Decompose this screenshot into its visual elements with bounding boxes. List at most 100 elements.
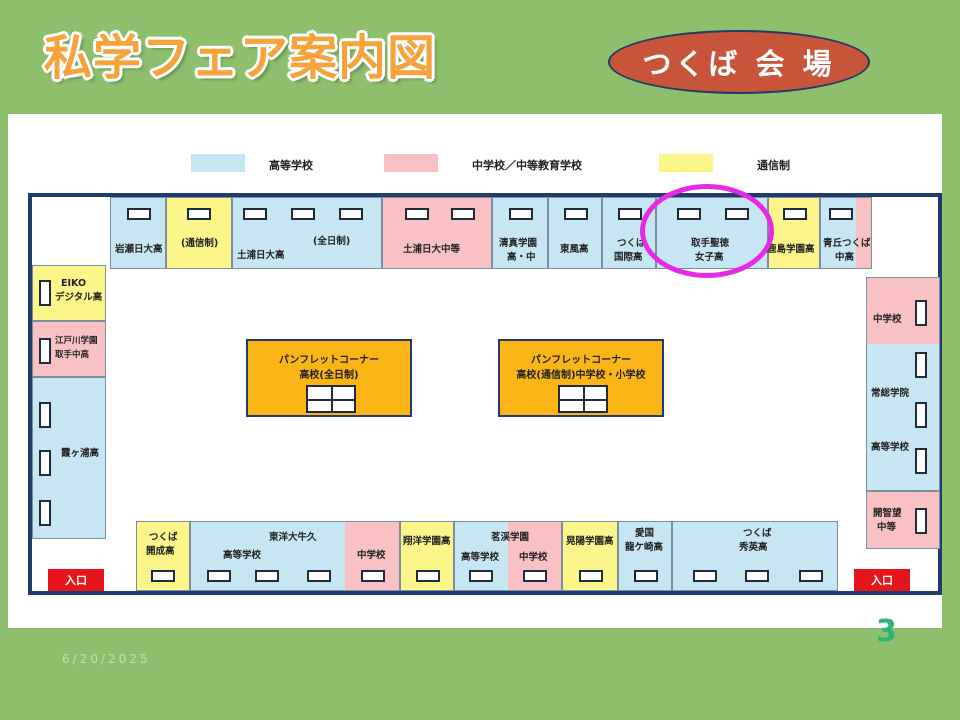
booth-table	[915, 448, 927, 474]
booth-table	[291, 208, 315, 220]
booth-table	[307, 570, 331, 582]
booth-label: 晃陽学園高	[566, 536, 614, 547]
booth-label: 開成高	[146, 546, 175, 557]
booth-table	[151, 570, 175, 582]
booth-label: 土浦日大中等	[403, 244, 461, 255]
booth-iwase-nichidai[interactable]: 岩瀬日大高	[110, 197, 166, 269]
booth-label: デジタル高	[55, 292, 103, 303]
booth-label: 中学校	[873, 314, 902, 325]
pamphlet-subtitle: 高校(通信制)中学校・小学校	[516, 370, 646, 381]
booth-aikoku-ryugasaki[interactable]: 愛国 龍ケ崎高	[618, 521, 672, 591]
booth-kasumigaura[interactable]: 霞ヶ浦高	[32, 377, 106, 539]
booth-table	[39, 338, 51, 364]
booth-label: 常総学院	[871, 388, 910, 399]
booth-table	[799, 570, 823, 582]
booth-label: 高等学校	[871, 442, 910, 453]
booth-table	[915, 300, 927, 326]
pamphlet-corner-fulltime[interactable]: パンフレットコーナー 高校(全日制)	[246, 339, 412, 417]
booth-table	[416, 570, 440, 582]
booth-table	[243, 208, 267, 220]
booth-label: 高等学校	[461, 552, 500, 563]
pamphlet-corner-correspondence[interactable]: パンフレットコーナー 高校(通信制)中学校・小学校	[498, 339, 664, 417]
booth-table	[255, 570, 279, 582]
booth-label: 茗渓学園	[491, 532, 530, 543]
booth-table	[39, 450, 51, 476]
booth-table	[39, 500, 51, 526]
page-title: 私学フェア案内図	[44, 30, 437, 86]
booth-label: 国際高	[614, 252, 643, 263]
booth-label: 鹿島学園高	[767, 244, 815, 255]
booth-tsukuba-kaisei[interactable]: つくば 開成高	[136, 521, 190, 591]
booth-table	[523, 570, 547, 582]
venue-badge: つくば 会 場	[608, 30, 870, 94]
booth-label: 龍ケ崎高	[625, 542, 664, 553]
entrance-left[interactable]: 入口	[48, 569, 104, 591]
booth-table	[783, 208, 807, 220]
booth-label: EIKO	[61, 278, 87, 289]
booth-table	[405, 208, 429, 220]
booth-toyo-ushiku[interactable]: 東洋大牛久 高等学校 中学校	[190, 521, 400, 591]
booth-table	[634, 570, 658, 582]
booth-label: 清真学園	[499, 238, 538, 249]
pamphlet-rack	[306, 385, 356, 413]
pamphlet-subtitle: 高校(全日制)	[299, 370, 359, 381]
booth-table	[829, 208, 853, 220]
pamphlet-rack	[558, 385, 608, 413]
booth-label: つくば	[149, 532, 178, 543]
booth-label: 江戸川学園	[55, 336, 98, 346]
booth-table	[564, 208, 588, 220]
booth-label: 中学校	[519, 552, 548, 563]
booth-table	[39, 280, 51, 306]
booth-table	[469, 570, 493, 582]
legend-swatch-middle	[384, 154, 438, 172]
booth-label: 東洋大牛久	[269, 532, 317, 543]
highlight-circle	[640, 184, 774, 278]
booth-tsukuba-shuei[interactable]: つくば 秀英高	[672, 521, 838, 591]
booth-seishin[interactable]: 清真学園 高・中	[492, 197, 548, 269]
booth-table	[915, 508, 927, 534]
booth-tsuchiura-correspondence[interactable]: (通信制)	[166, 197, 232, 269]
legend-label-high: 高等学校	[269, 159, 313, 172]
legend-label-correspondence: 通信制	[757, 159, 790, 172]
booth-label: 秀英高	[739, 542, 768, 553]
booth-table	[915, 402, 927, 428]
booth-label: 土浦日大高	[237, 250, 285, 261]
booth-label: 東風高	[560, 244, 589, 255]
booth-koyo-gakuen[interactable]: 晃陽学園高	[562, 521, 618, 591]
booth-tsuchiura-nichidai-chuto[interactable]: 土浦日大中等	[382, 197, 492, 269]
booth-label: 高・中	[507, 252, 536, 263]
booth-table	[618, 208, 642, 220]
booth-label: 青丘つくば	[823, 238, 871, 249]
booth-label: 愛国	[635, 528, 655, 539]
legend-swatch-correspondence	[659, 154, 713, 172]
booth-edogawa-gakuen[interactable]: 江戸川学園 取手中高	[32, 321, 106, 377]
booth-table	[187, 208, 211, 220]
booth-label: 開智望	[873, 508, 902, 519]
booth-eiko-digital[interactable]: EIKO デジタル高	[32, 265, 106, 321]
booth-label: 翔洋学園高	[403, 536, 451, 547]
booth-table	[451, 208, 475, 220]
booth-label: 中高	[835, 252, 855, 263]
booth-table	[579, 570, 603, 582]
booth-table	[745, 570, 769, 582]
pamphlet-title: パンフレットコーナー	[278, 355, 380, 366]
entrance-right[interactable]: 入口	[854, 569, 910, 591]
booth-label: 岩瀬日大高	[115, 244, 163, 255]
booth-seikyu-tsukuba[interactable]: 青丘つくば 中高	[820, 197, 872, 269]
booth-tsuchiura-nichidai-high[interactable]: (全日制) 土浦日大高	[232, 197, 382, 269]
booth-kaichi-nozomi[interactable]: 開智望 中等	[866, 491, 940, 549]
booth-joso-gakuin[interactable]: 中学校 常総学院 高等学校	[866, 277, 940, 491]
page-number: 3	[876, 614, 897, 649]
booth-tohoh[interactable]: 東風高	[548, 197, 602, 269]
booth-kashima-gakuen[interactable]: 鹿島学園高	[767, 197, 820, 269]
booth-table	[207, 570, 231, 582]
booth-shoyo-gakuen[interactable]: 翔洋学園高	[400, 521, 454, 591]
booth-label: 中等	[877, 522, 897, 533]
booth-meikei-gakuen[interactable]: 茗渓学園 高等学校 中学校	[454, 521, 562, 591]
exhibition-hall: 岩瀬日大高 (通信制) (全日制) 土浦日大高 土浦日大中等 清真学園 高・中 …	[28, 193, 942, 595]
legend-swatch-high	[191, 154, 245, 172]
legend-label-middle: 中学校／中等教育学校	[472, 159, 582, 172]
booth-label: 取手中高	[55, 350, 90, 360]
booth-table	[361, 570, 385, 582]
booth-label: 高等学校	[223, 550, 262, 561]
